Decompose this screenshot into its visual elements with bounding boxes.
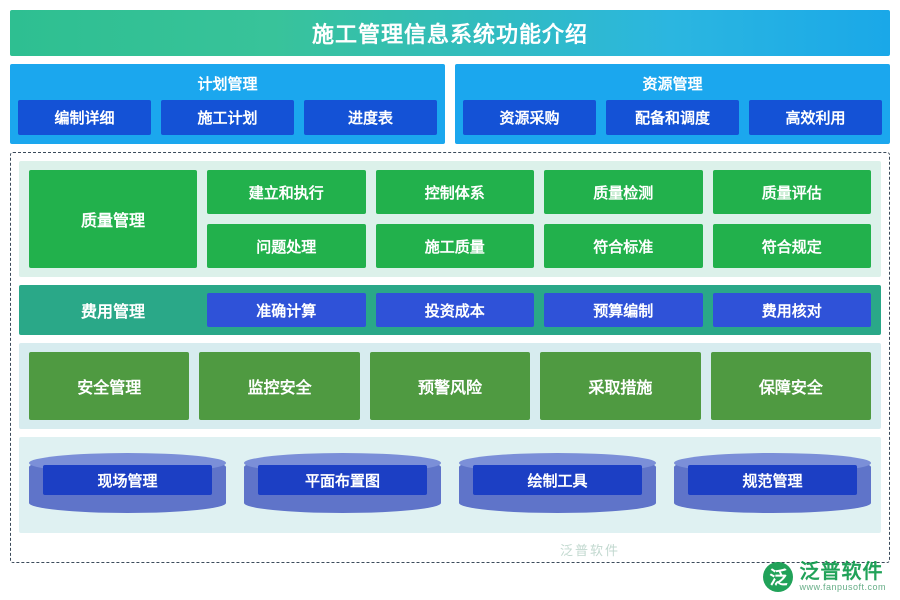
cylinder-label-1[interactable]: 平面布置图 bbox=[258, 465, 427, 495]
quality-cell-0[interactable]: 建立和执行 bbox=[207, 170, 366, 214]
panel-title-resource: 资源管理 bbox=[642, 76, 703, 93]
cost-cell-0[interactable]: 准确计算 bbox=[207, 293, 366, 327]
chip-resource-0[interactable]: 资源采购 bbox=[463, 100, 596, 135]
chip-resource-2[interactable]: 高效利用 bbox=[749, 100, 882, 135]
safety-main-label[interactable]: 安全管理 bbox=[29, 352, 190, 420]
quality-cell-7[interactable]: 符合规定 bbox=[712, 224, 871, 268]
quality-cell-2[interactable]: 质量检测 bbox=[544, 170, 703, 214]
safety-cell-2[interactable]: 采取措施 bbox=[540, 352, 701, 420]
panel-plan-chips: 编制详细 施工计划 进度表 bbox=[18, 100, 437, 135]
cylinder-item-2[interactable]: 绘制工具 bbox=[459, 453, 656, 517]
chip-plan-2[interactable]: 进度表 bbox=[304, 100, 437, 135]
cylinder-item-3[interactable]: 规范管理 bbox=[674, 453, 871, 517]
modules-container: 质量管理 建立和执行 控制体系 质量检测 质量评估 问题处理 施工质量 符合标准… bbox=[10, 152, 890, 563]
safety-cell-3[interactable]: 保障安全 bbox=[710, 352, 872, 420]
page-title: 施工管理信息系统功能介绍 bbox=[10, 10, 890, 56]
quality-cells: 建立和执行 控制体系 质量检测 质量评估 问题处理 施工质量 符合标准 符合规定 bbox=[207, 170, 871, 268]
panel-resource-chips: 资源采购 配备和调度 高效利用 bbox=[463, 100, 882, 135]
site-module: 现场管理 平面布置图 绘制工具 规范管理 bbox=[19, 437, 881, 533]
top-panels-row: 计划管理 编制详细 施工计划 进度表 资源管理 资源采购 配备和调度 高效利用 bbox=[10, 64, 890, 144]
cost-module: 费用管理 准确计算 投资成本 预算编制 费用核对 bbox=[19, 285, 881, 335]
quality-cell-4[interactable]: 问题处理 bbox=[207, 224, 366, 268]
cylinder-item-1[interactable]: 平面布置图 bbox=[244, 453, 441, 517]
quality-cell-5[interactable]: 施工质量 bbox=[375, 224, 534, 268]
cost-cell-3[interactable]: 费用核对 bbox=[712, 293, 871, 327]
cylinder-item-0[interactable]: 现场管理 bbox=[29, 453, 226, 517]
chip-plan-0[interactable]: 编制详细 bbox=[18, 100, 151, 135]
safety-cell-1[interactable]: 预警风险 bbox=[369, 352, 531, 420]
brand-name: 泛普软件 bbox=[799, 560, 884, 583]
panel-plan-management: 计划管理 编制详细 施工计划 进度表 bbox=[10, 64, 445, 144]
cylinder-label-3[interactable]: 规范管理 bbox=[688, 465, 857, 495]
cost-cell-2[interactable]: 预算编制 bbox=[544, 293, 703, 327]
quality-cell-3[interactable]: 质量评估 bbox=[712, 170, 871, 214]
quality-cell-6[interactable]: 符合标准 bbox=[544, 224, 703, 268]
quality-main-label[interactable]: 质量管理 bbox=[29, 170, 197, 268]
cost-cells: 准确计算 投资成本 预算编制 费用核对 bbox=[207, 293, 871, 327]
watermark-text: 泛普软件 bbox=[560, 543, 621, 558]
brand-texts: 泛普软件 www.fanpusoft.com bbox=[799, 560, 886, 592]
cylinder-label-2[interactable]: 绘制工具 bbox=[473, 465, 642, 495]
panel-title-plan: 计划管理 bbox=[197, 76, 258, 93]
safety-module: 安全管理 监控安全 预警风险 采取措施 保障安全 bbox=[19, 343, 881, 429]
chip-resource-1[interactable]: 配备和调度 bbox=[606, 100, 739, 135]
cost-cell-1[interactable]: 投资成本 bbox=[375, 293, 534, 327]
brand-url: www.fanpusoft.com bbox=[799, 581, 886, 592]
quality-cell-1[interactable]: 控制体系 bbox=[375, 170, 534, 214]
chip-plan-1[interactable]: 施工计划 bbox=[161, 100, 294, 135]
brand-mark-icon: 泛 bbox=[763, 561, 794, 592]
panel-resource-management: 资源管理 资源采购 配备和调度 高效利用 bbox=[455, 64, 890, 144]
cylinder-label-0[interactable]: 现场管理 bbox=[43, 465, 212, 495]
brand-logo: 泛 泛普软件 www.fanpusoft.com bbox=[763, 560, 886, 592]
cost-main-label[interactable]: 费用管理 bbox=[80, 304, 145, 321]
quality-module: 质量管理 建立和执行 控制体系 质量检测 质量评估 问题处理 施工质量 符合标准… bbox=[19, 161, 881, 277]
safety-cell-0[interactable]: 监控安全 bbox=[199, 352, 360, 420]
